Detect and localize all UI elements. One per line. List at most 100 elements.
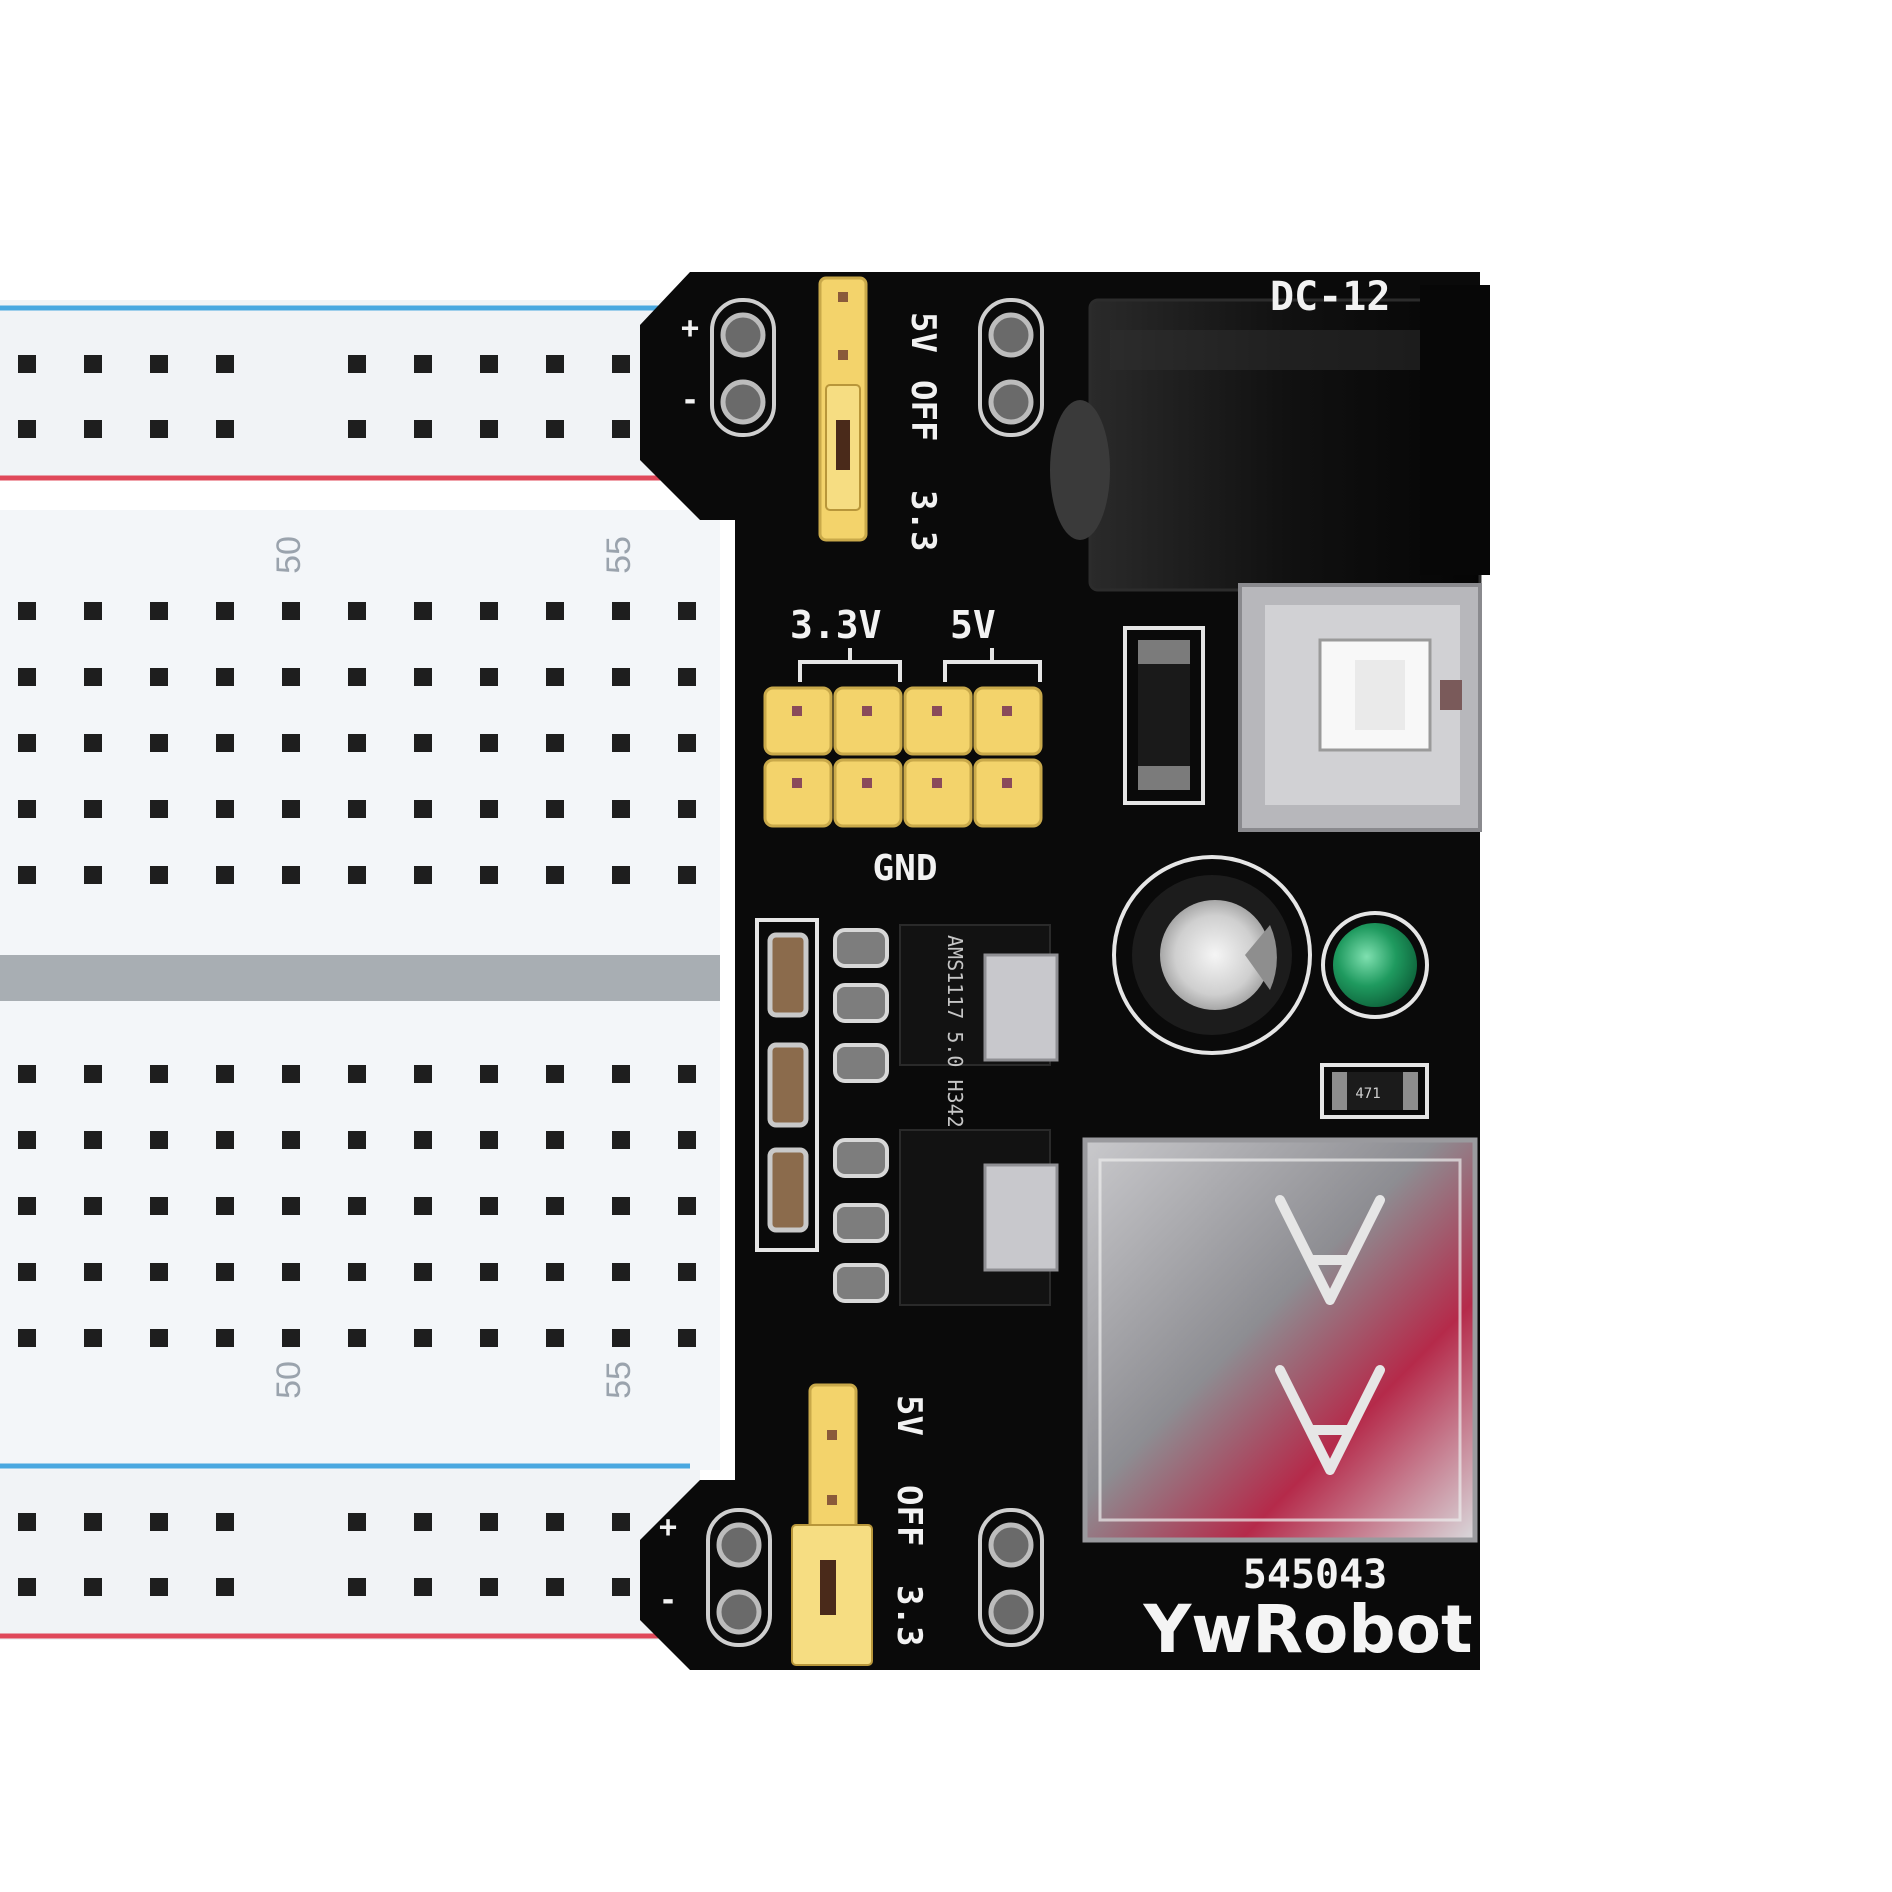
breadboard-hole — [612, 1329, 630, 1347]
regulator-marking: AMS1117 5.0 H3421E — [943, 935, 967, 1152]
output-header-pin[interactable] — [903, 758, 973, 828]
breadboard-hole — [216, 355, 234, 373]
breadboard-hole — [18, 1263, 36, 1281]
breadboard-hole — [282, 800, 300, 818]
breadboard-hole — [348, 866, 366, 884]
breadboard-hole — [216, 1065, 234, 1083]
breadboard-hole — [348, 1578, 366, 1596]
breadboard-hole — [678, 1263, 696, 1281]
breadboard-hole — [612, 668, 630, 686]
resistor-marking: 471 — [1355, 1086, 1380, 1102]
breadboard-hole — [84, 866, 102, 884]
bottom-voltage-jumper[interactable] — [791, 1383, 873, 1666]
top-jumper-label-3v3: 3.3 — [903, 490, 943, 551]
breadboard-hole — [678, 800, 696, 818]
breadboard-hole — [150, 668, 168, 686]
breadboard-hole — [414, 1578, 432, 1596]
breadboard-hole — [18, 1513, 36, 1531]
breadboard-hole — [150, 1065, 168, 1083]
breadboard-hole — [84, 1578, 102, 1596]
breadboard-hole — [216, 1131, 234, 1149]
output-header-pin-contact — [862, 706, 872, 716]
breadboard-hole — [150, 602, 168, 620]
breadboard-hole — [480, 1513, 498, 1531]
breadboard-hole — [282, 1263, 300, 1281]
power-switch[interactable] — [1238, 583, 1482, 832]
breadboard-hole — [348, 800, 366, 818]
breadboard-hole — [612, 420, 630, 438]
breadboard-hole — [18, 1197, 36, 1215]
breadboard-hole — [480, 420, 498, 438]
breadboard-hole — [546, 734, 564, 752]
output-header-pin[interactable] — [833, 686, 903, 756]
voltage-regulator-5v — [833, 924, 1059, 1083]
output-header-pin[interactable] — [903, 686, 973, 756]
breadboard-hole — [480, 800, 498, 818]
breadboard-hole — [546, 355, 564, 373]
breadboard-hole — [282, 1329, 300, 1347]
breadboard-hole — [150, 1578, 168, 1596]
output-header-pin-contact — [792, 706, 802, 716]
breadboard-hole — [216, 734, 234, 752]
breadboard-hole — [150, 800, 168, 818]
breadboard-hole — [414, 602, 432, 620]
breadboard-hole — [678, 866, 696, 884]
breadboard-hole — [678, 734, 696, 752]
breadboard-hole — [480, 1329, 498, 1347]
output-header-pin[interactable] — [973, 686, 1043, 756]
breadboard-hole — [282, 734, 300, 752]
breadboard-hole — [612, 1263, 630, 1281]
breadboard-hole — [414, 1263, 432, 1281]
breadboard-hole — [414, 420, 432, 438]
breadboard-hole — [216, 1263, 234, 1281]
dc-jack-label: DC-12 — [1270, 274, 1390, 320]
breadboard-hole — [546, 1065, 564, 1083]
breadboard-hole — [414, 1197, 432, 1215]
output-header-pin-contact — [862, 778, 872, 788]
breadboard-hole — [414, 668, 432, 686]
output-header-pin[interactable] — [973, 758, 1043, 828]
breadboard-hole — [678, 668, 696, 686]
output-header-pin[interactable] — [833, 758, 903, 828]
breadboard-hole — [150, 1131, 168, 1149]
breadboard-hole — [18, 1131, 36, 1149]
breadboard-hole — [84, 800, 102, 818]
usb-spring-tab-bottom — [1275, 1365, 1385, 1475]
breadboard-hole — [348, 734, 366, 752]
breadboard-hole — [480, 602, 498, 620]
output-header-pin-contact — [1002, 706, 1012, 716]
usb-port[interactable] — [1082, 1137, 1478, 1543]
breadboard-hole — [84, 420, 102, 438]
breadboard-hole — [282, 602, 300, 620]
breadboard-hole — [546, 800, 564, 818]
breadboard-hole — [348, 602, 366, 620]
breadboard-hole — [348, 1065, 366, 1083]
breadboard-hole — [480, 355, 498, 373]
dc-barrel-jack[interactable] — [1050, 285, 1490, 592]
breadboard-hole — [216, 420, 234, 438]
breadboard-hole — [480, 1065, 498, 1083]
breadboard-hole — [480, 866, 498, 884]
breadboard-hole — [612, 1513, 630, 1531]
bottom-rail-plus-label: + — [659, 1510, 677, 1545]
breadboard-hole — [612, 734, 630, 752]
output-pin-header[interactable] — [763, 686, 1043, 828]
breadboard-number-50-top: 50 — [270, 536, 308, 574]
breadboard-number-50-bottom: 50 — [270, 1361, 308, 1399]
power-led — [1321, 911, 1429, 1019]
breadboard-hole — [546, 1131, 564, 1149]
output-header-pin[interactable] — [763, 686, 833, 756]
breadboard-hole — [612, 1065, 630, 1083]
breadboard-top-rail-strip — [0, 300, 700, 480]
breadboard-hole — [18, 1329, 36, 1347]
breadboard-hole — [612, 355, 630, 373]
breadboard-hole — [150, 420, 168, 438]
breadboard-hole — [612, 1197, 630, 1215]
breadboard-hole — [414, 1513, 432, 1531]
breadboard-hole — [84, 1263, 102, 1281]
output-header-pin[interactable] — [763, 758, 833, 828]
top-voltage-jumper[interactable] — [818, 276, 868, 542]
breadboard-hole — [348, 1131, 366, 1149]
breadboard-hole — [546, 420, 564, 438]
breadboard-hole — [612, 1131, 630, 1149]
